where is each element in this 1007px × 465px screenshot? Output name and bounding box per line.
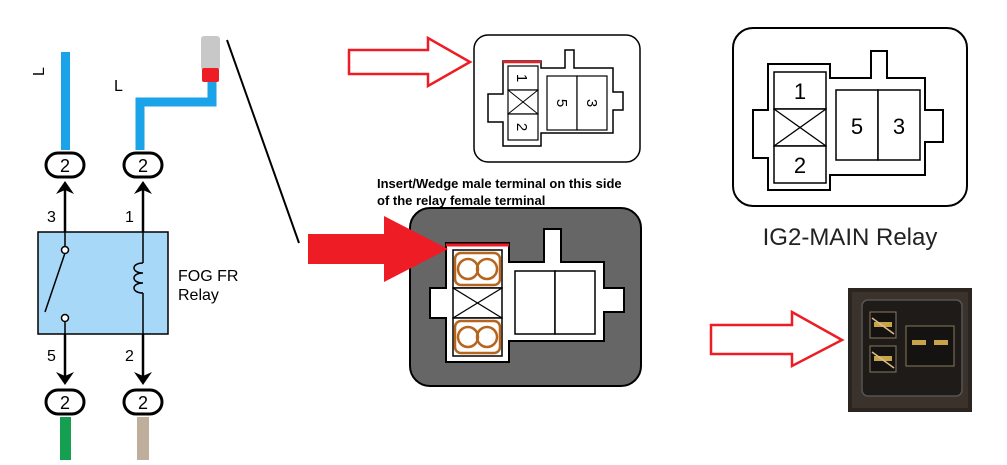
large-pin-2: 2 <box>794 153 806 178</box>
relay-socket-photo-icon <box>709 288 972 412</box>
wire-grey-stub <box>201 36 220 70</box>
terminal-note-line1: Insert/Wedge male terminal on this side <box>377 176 622 191</box>
relay-coil-icon <box>133 262 144 294</box>
connector-top-right: 2 <box>122 151 164 179</box>
connector-bottom-right: 2 <box>122 388 164 416</box>
connector-bottom-left: 2 <box>44 388 86 416</box>
pin-label-5: 5 <box>47 348 56 365</box>
small-relay-diagram: 1 2 5 3 <box>347 34 641 163</box>
wire-blue-left <box>61 52 70 150</box>
pin-label-3: 3 <box>47 209 56 226</box>
relay-name-line1: FOG FR <box>178 268 238 285</box>
arrow-head-upper-right <box>134 181 152 194</box>
large-diagram-caption: IG2-MAIN Relay <box>763 224 938 251</box>
schematic: L L 2 2 3 1 FOG <box>31 36 300 460</box>
wire-tan <box>137 417 149 460</box>
wire-red-marker <box>202 68 219 82</box>
small-pin-1: 1 <box>513 74 530 82</box>
connector-number: 2 <box>138 393 148 413</box>
large-relay-diagram: 1 2 5 3 IG2-MAIN Relay <box>732 27 968 251</box>
pin-label-1: 1 <box>125 209 134 226</box>
wire-blue-right <box>135 80 217 150</box>
connector-number: 2 <box>60 156 70 176</box>
red-outline-arrow-top <box>347 35 473 89</box>
wire-label-right: L <box>114 78 123 95</box>
red-outline-arrow-bottom <box>709 309 845 369</box>
small-pin-3: 3 <box>583 99 600 107</box>
arrow-head-lower-left <box>56 372 74 385</box>
wire-label-left: L <box>31 67 48 76</box>
female-terminal-bottom-icon <box>452 317 503 357</box>
arrow-head-lower-right <box>134 372 152 385</box>
relay-body <box>37 231 169 335</box>
relay-switch-contact-top <box>60 245 70 255</box>
leader-line <box>226 39 300 244</box>
dark-relay-diagram: Insert/Wedge male terminal on this side … <box>308 176 642 387</box>
relay-switch-contact-bottom <box>60 313 70 323</box>
connector-top-left: 2 <box>44 151 86 179</box>
wire-green <box>60 417 71 460</box>
connector-number: 2 <box>60 393 70 413</box>
relay-switch-blade <box>44 252 66 313</box>
large-pin-5: 5 <box>851 114 863 139</box>
small-pin-5: 5 <box>553 99 570 107</box>
arrow-head-upper-left <box>56 181 74 194</box>
connector-number: 2 <box>138 156 148 176</box>
terminal-note-line2: of the relay female terminal <box>377 193 545 208</box>
female-terminal-top-icon <box>452 249 503 289</box>
relay-name-line2: Relay <box>178 287 219 304</box>
large-pin-1: 1 <box>794 79 806 104</box>
large-pin-3: 3 <box>893 114 905 139</box>
pin-label-2: 2 <box>125 348 134 365</box>
small-pin-2: 2 <box>513 123 530 131</box>
red-solid-arrow <box>308 216 448 282</box>
